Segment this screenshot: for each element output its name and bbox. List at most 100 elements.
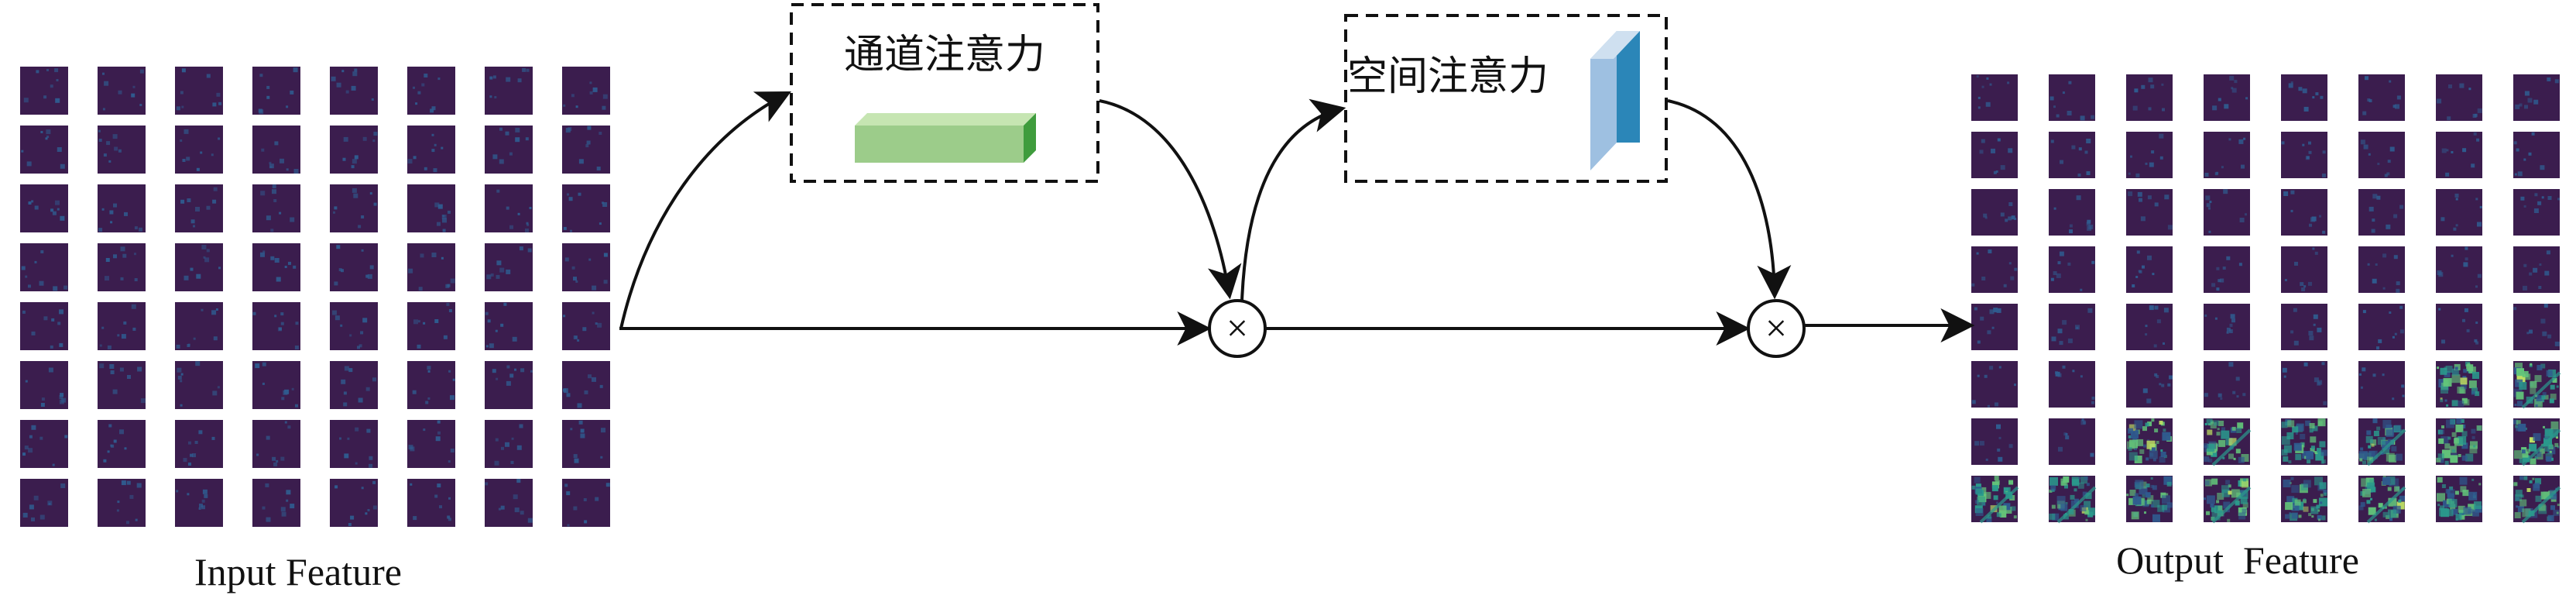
feature-map-tile [2049, 74, 2095, 121]
feature-map-tile [2281, 361, 2327, 408]
feature-map-tile [2204, 418, 2252, 466]
feature-map-tile [20, 67, 68, 115]
feature-map-tile [2126, 189, 2173, 236]
feature-map-tile [20, 184, 68, 232]
feature-map-tile [2513, 246, 2560, 293]
feature-map-tile [20, 361, 68, 409]
feature-map-tile [2204, 189, 2250, 236]
feature-map-tile [485, 184, 533, 232]
feature-map-tile [2204, 74, 2250, 121]
feature-map-tile [2358, 246, 2405, 293]
feature-map-tile [175, 126, 223, 174]
feature-map-tile [20, 243, 68, 291]
feature-map-tile [2126, 361, 2173, 408]
feature-map-tile [330, 479, 378, 527]
feature-map-tile [175, 243, 223, 291]
feature-map-tile [2513, 476, 2561, 524]
feature-map-tile [2126, 304, 2173, 350]
feature-map-tile [485, 67, 533, 115]
feature-map-tile [2281, 418, 2327, 465]
feature-map-tile [562, 243, 610, 291]
feature-map-tile [1971, 418, 2018, 465]
feature-map-tile [330, 67, 378, 115]
feature-map-tile [2204, 246, 2250, 293]
channel-attention-bar-icon [855, 113, 1036, 163]
spatial-attention-label: 空间注意力 [1347, 53, 1549, 100]
feature-map-tile [20, 126, 68, 174]
channel-attention-label: 通道注意力 [844, 32, 1045, 78]
feature-map-tile [562, 67, 610, 115]
feature-map-tile [98, 243, 146, 291]
feature-map-tile [252, 243, 300, 291]
feature-map-tile [252, 302, 300, 350]
feature-map-tile [2436, 361, 2482, 408]
feature-map-tile [175, 184, 223, 232]
feature-map-tile [1971, 132, 2018, 178]
multiply-symbol-2: × [1765, 306, 1787, 349]
feature-map-tile [2513, 189, 2560, 236]
feature-map-tile [252, 126, 300, 174]
feature-map-tile [2436, 476, 2482, 522]
feature-map-tile [2049, 189, 2095, 236]
feature-map-tile [2513, 361, 2561, 409]
output-feature-maps [1971, 74, 2561, 524]
feature-map-tile [175, 420, 223, 468]
feature-map-tile [407, 243, 455, 291]
input-feature-maps [20, 67, 610, 527]
feature-map-tile [2358, 361, 2405, 408]
feature-map-tile [2513, 74, 2560, 121]
feature-map-tile [2436, 304, 2482, 350]
feature-map-tile [2436, 189, 2482, 236]
feature-map-tile [2513, 132, 2560, 178]
feature-map-tile [175, 479, 223, 527]
feature-map-tile [330, 361, 378, 409]
feature-map-tile [2358, 418, 2406, 466]
feature-map-tile [2436, 74, 2482, 121]
feature-map-tile [562, 184, 610, 232]
feature-map-tile [2126, 246, 2173, 293]
feature-map-tile [330, 420, 378, 468]
arrow-channel-attention-to-multiply1 [1099, 99, 1242, 300]
feature-map-tile [98, 420, 146, 468]
feature-map-tile [2204, 304, 2250, 350]
arrow-spatial-attention-to-multiply2 [1667, 99, 1792, 300]
feature-map-tile [2049, 132, 2095, 178]
spatial-attention-plane-icon [1590, 31, 1640, 170]
feature-map-tile [175, 302, 223, 350]
feature-map-tile [2436, 132, 2482, 178]
feature-map-tile [485, 302, 533, 350]
feature-map-tile [407, 67, 455, 115]
feature-map-tile [485, 126, 533, 174]
feature-map-tile [2049, 476, 2097, 524]
feature-map-tile [20, 479, 68, 527]
feature-map-tile [2126, 74, 2173, 121]
feature-map-tile [98, 67, 146, 115]
feature-map-tile [2281, 132, 2327, 178]
feature-map-tile [1971, 189, 2018, 236]
feature-map-tile [330, 184, 378, 232]
feature-map-tile [2358, 304, 2405, 350]
feature-map-tile [20, 420, 68, 468]
feature-map-tile [2436, 418, 2482, 465]
feature-map-tile [485, 420, 533, 468]
feature-map-tile [485, 361, 533, 409]
input-feature-label: Input Feature [194, 550, 402, 593]
feature-map-tile [2204, 476, 2252, 524]
feature-map-tile [2436, 246, 2482, 293]
feature-map-tile [2049, 246, 2095, 293]
feature-map-tile [2204, 361, 2250, 408]
feature-map-tile [562, 479, 610, 527]
feature-map-tile [1971, 74, 2018, 121]
feature-map-tile [330, 243, 378, 291]
multiply-node-1: × [1208, 299, 1267, 358]
feature-map-tile [485, 479, 533, 527]
feature-map-tile [2281, 304, 2327, 350]
multiply-node-2: × [1747, 299, 1806, 358]
feature-map-tile [2281, 189, 2327, 236]
feature-map-tile [485, 243, 533, 291]
feature-map-tile [407, 361, 455, 409]
feature-map-tile [252, 420, 300, 468]
feature-map-tile [98, 126, 146, 174]
feature-map-tile [2358, 476, 2406, 524]
